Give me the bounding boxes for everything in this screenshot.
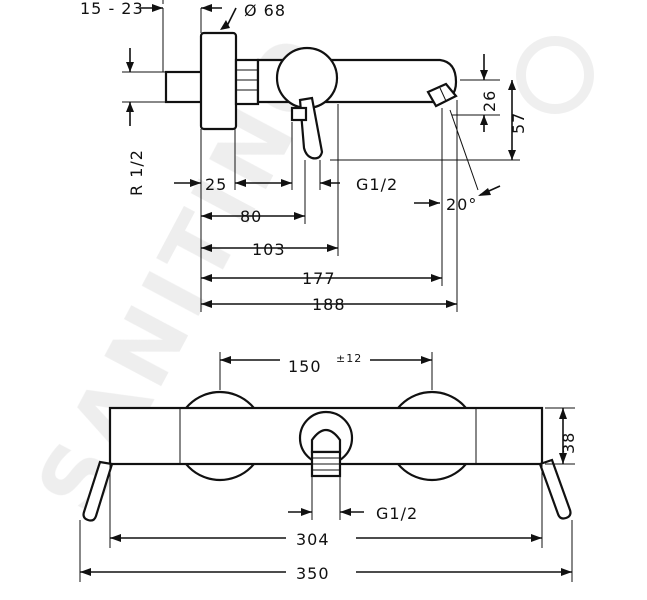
dim-offset-range: 15 - 23 xyxy=(80,0,144,18)
spout-outlet xyxy=(426,82,458,108)
dim-centers: 150 xyxy=(288,357,322,376)
right-lever xyxy=(538,458,572,520)
dim-angle: 20° xyxy=(446,195,477,214)
wall-rosette xyxy=(199,31,238,131)
dim-length-25: 25 xyxy=(205,175,227,194)
dim-centers-tolerance: ±12 xyxy=(336,352,362,365)
dim-length-177: 177 xyxy=(302,269,336,288)
dim-length-188: 188 xyxy=(312,295,346,314)
dim-length-80: 80 xyxy=(240,207,262,226)
dim-thread-g-side: G1/2 xyxy=(356,175,398,194)
dim-width-304: 304 xyxy=(296,530,330,549)
dim-length-103: 103 xyxy=(252,240,286,259)
dim-diameter: Ø 68 xyxy=(244,1,286,20)
left-lever xyxy=(82,460,114,522)
side-view: 15 - 23 Ø 68 R 1/2 26 57 25 xyxy=(80,0,528,314)
dim-width-350: 350 xyxy=(296,564,330,583)
dim-height-38: 38 xyxy=(559,432,578,454)
dim-thread-g-front: G1/2 xyxy=(376,504,418,523)
union-nut xyxy=(234,58,260,106)
dim-thread-r: R 1/2 xyxy=(127,149,146,196)
dim-height-26: 26 xyxy=(480,90,499,112)
inlet-pipe xyxy=(164,70,204,104)
front-view: 150 ±12 38 G1/2 304 350 xyxy=(79,352,578,583)
dim-height-57: 57 xyxy=(509,112,528,134)
watermark-circle xyxy=(516,36,594,114)
